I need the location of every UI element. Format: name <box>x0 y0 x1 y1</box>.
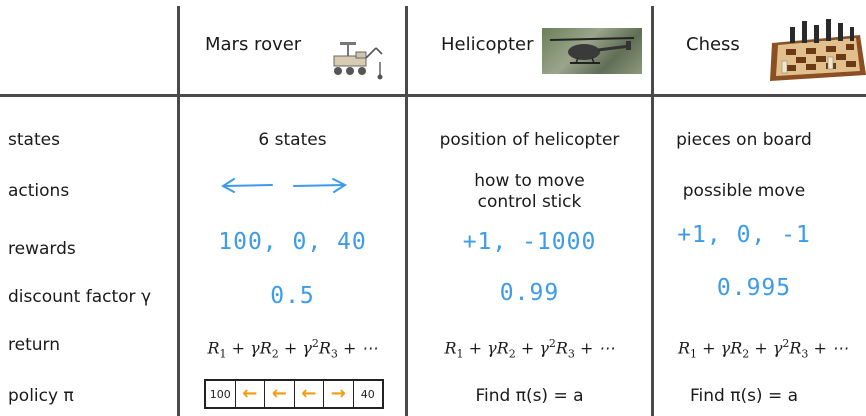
left-arrow-icon: ← <box>242 383 258 404</box>
chess-rewards: +1, 0, -1 <box>677 222 811 248</box>
helicopter-states: position of helicopter <box>439 130 620 150</box>
mars-rewards: 100, 0, 40 <box>218 229 367 255</box>
helicopter-icon <box>542 28 642 74</box>
row-label-actions: actions <box>8 181 70 201</box>
row-label-return: return <box>8 335 60 355</box>
policy-cell-1: 100 <box>206 381 236 407</box>
row-label-rewards: rewards <box>8 239 76 259</box>
mars-rover-icon <box>330 42 386 80</box>
row-label-policy: policy π <box>8 386 74 406</box>
policy-cell-6: 40 <box>360 387 375 401</box>
chess-icon <box>768 13 866 81</box>
row-label-states: states <box>8 130 60 150</box>
helicopter-actions: how to move control stick <box>408 171 651 213</box>
helicopter-discount: 0.99 <box>499 280 560 306</box>
policy-cell-4: ← <box>295 381 324 407</box>
chess-policy: Find π(s) = a <box>689 386 799 406</box>
policy-cell-2: ← <box>236 381 265 407</box>
mars-actions-arrows <box>218 176 350 196</box>
chess-discount: 0.995 <box>716 275 792 301</box>
column-divider-2 <box>405 6 408 416</box>
policy-cell-5: → <box>324 381 354 407</box>
mars-policy-grid: 100 ← ← ← → 40 <box>204 379 384 409</box>
header-chess: Chess <box>686 34 740 55</box>
chess-states: pieces on board <box>676 130 812 150</box>
header-divider <box>0 94 866 97</box>
column-divider-1 <box>177 6 180 416</box>
chess-return-formula: R1 + γR2 + γ2R3 + ⋯ <box>678 337 848 361</box>
chess-actions: possible move <box>682 181 806 201</box>
helicopter-policy: Find π(s) = a <box>475 386 584 406</box>
helicopter-rewards: +1, -1000 <box>462 229 597 255</box>
mars-states: 6 states <box>258 130 327 150</box>
mars-discount: 0.5 <box>270 283 315 309</box>
helicopter-return-formula: R1 + γR2 + γ2R3 + ⋯ <box>444 337 615 361</box>
mars-return-formula: R1 + γR2 + γ2R3 + ⋯ <box>207 337 378 361</box>
header-helicopter: Helicopter <box>441 34 534 55</box>
left-arrow-icon: ← <box>301 383 317 404</box>
row-label-discount-factor: discount factor γ <box>8 287 152 307</box>
column-divider-3 <box>651 6 654 416</box>
left-arrow-icon: ← <box>271 383 287 404</box>
helicopter-actions-line2: control stick <box>477 192 582 212</box>
right-arrow-icon: → <box>330 383 346 404</box>
header-mars-rover: Mars rover <box>205 34 302 55</box>
policy-cell-3: ← <box>265 381 295 407</box>
helicopter-actions-line1: how to move <box>474 171 585 191</box>
